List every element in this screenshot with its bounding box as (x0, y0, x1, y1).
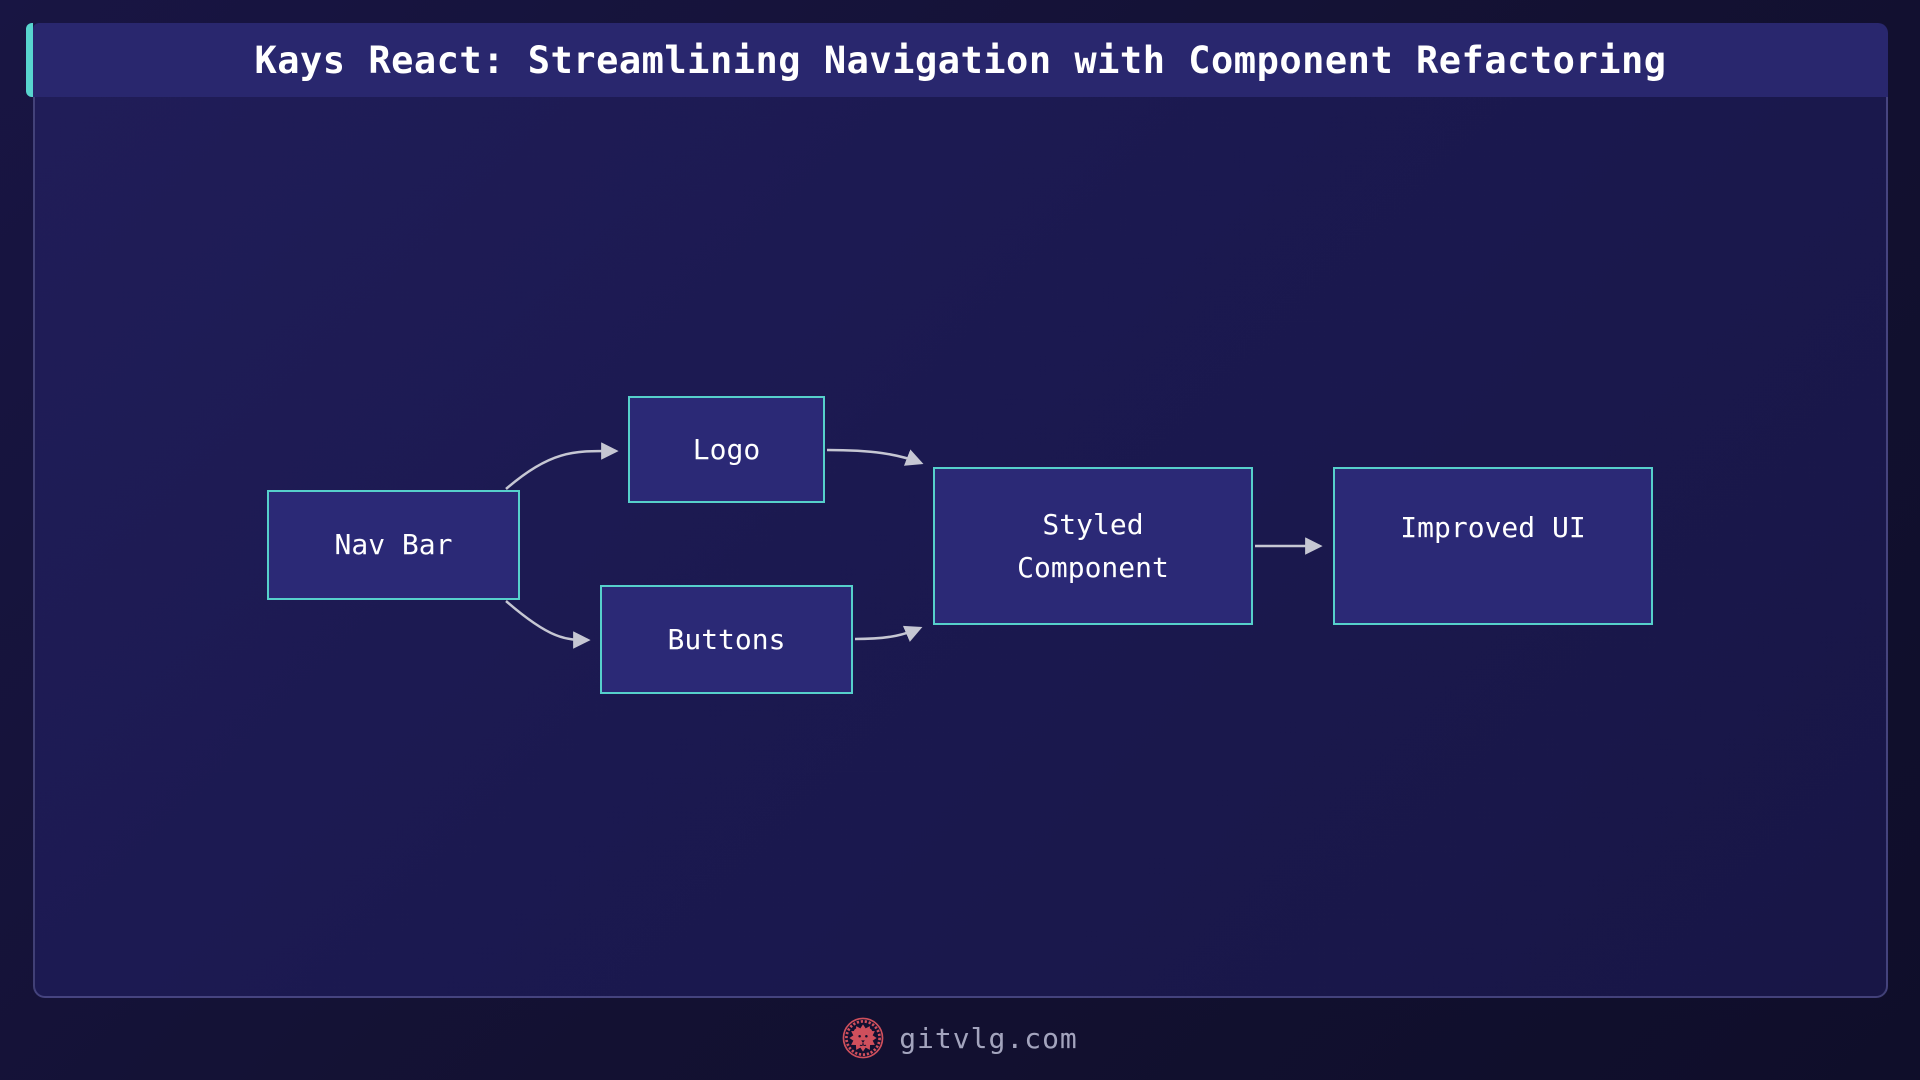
page-title: Kays React: Streamlining Navigation with… (254, 38, 1667, 82)
node-buttons-label: Buttons (667, 622, 786, 656)
node-styled-component-label: Styled Component (1017, 507, 1169, 584)
node-nav-bar-label: Nav Bar (334, 528, 453, 562)
node-styled-component: Styled Component (933, 467, 1253, 625)
title-bar: Kays React: Streamlining Navigation with… (26, 23, 1888, 97)
node-improved-ui: Improved UI (1333, 467, 1653, 625)
node-nav-bar: Nav Bar (267, 490, 520, 600)
footer: gitvlg.com (0, 1008, 1920, 1068)
lion-emblem-icon (842, 1017, 884, 1059)
title-accent-bar (26, 23, 33, 97)
node-improved-ui-label: Improved UI (1400, 511, 1586, 544)
footer-site-text: gitvlg.com (899, 1021, 1078, 1055)
node-buttons: Buttons (600, 585, 853, 694)
node-logo-label: Logo (692, 432, 761, 466)
node-logo: Logo (628, 396, 825, 503)
